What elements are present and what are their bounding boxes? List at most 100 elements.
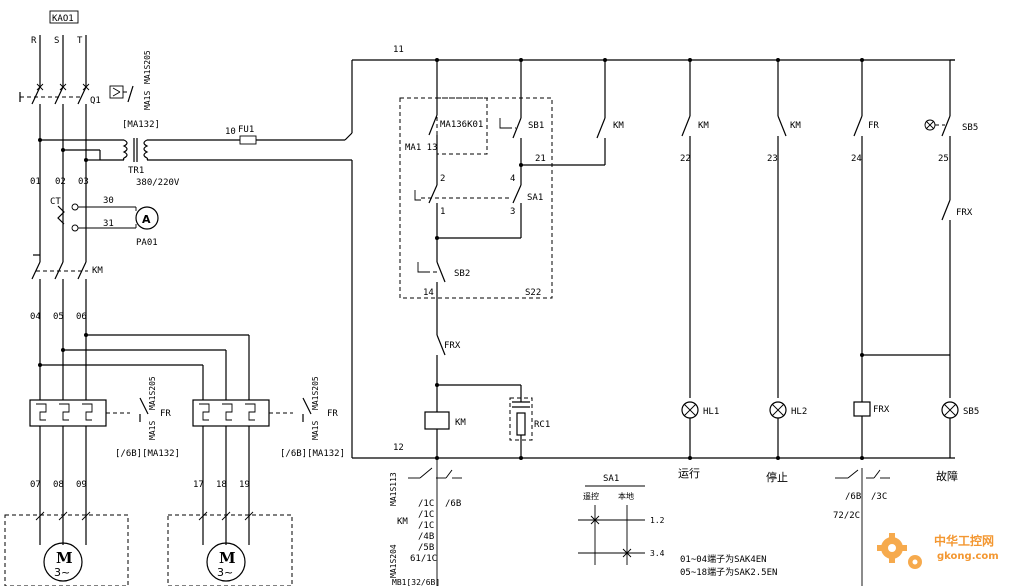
label-ma1s-b: MA1S	[148, 421, 157, 440]
label-phase-t: T	[77, 36, 83, 46]
label-run: 运行	[678, 467, 700, 480]
label-n10: 10	[225, 127, 236, 137]
label-ref-ma1s204: MA1S204	[389, 544, 398, 578]
label-n06: 06	[76, 312, 87, 322]
label-tr1: TR1	[128, 166, 144, 176]
label-ma1s-c: MA1S	[311, 421, 320, 440]
label-kao1: KAO1	[52, 14, 74, 24]
label-fr-1: FR	[160, 409, 171, 419]
motor-icon-1	[43, 542, 83, 582]
label-frx-1: FRX	[444, 341, 461, 351]
label-ref-61-1c: 61/1C	[410, 554, 437, 564]
label-ref-ma1s113: MA1S113	[389, 472, 398, 506]
label-note-1: 01~04端子为SAK4EN	[680, 553, 767, 565]
label-fu1: FU1	[238, 125, 254, 135]
label-n31: 31	[103, 219, 114, 229]
power-circuit: KAO1 R S T Q1 MA1S205 MA1S [MA132]	[4, 10, 353, 586]
cross-reference: MA1S113 KM MA1S204 /1C /6B /1C /1C /4B /…	[389, 458, 890, 586]
label-stop: 停止	[766, 470, 788, 484]
label-km-coil: KM	[455, 418, 466, 428]
label-n21: 21	[535, 154, 546, 164]
label-motor-1-phase: 3~	[54, 566, 70, 579]
label-motor-2: M	[219, 549, 236, 567]
label-n07: 07	[30, 480, 41, 490]
label-rc1: RC1	[534, 420, 550, 430]
label-sb1: SB1	[528, 121, 544, 131]
label-n17: 17	[193, 480, 204, 490]
label-ma1s-a: MA1S	[143, 91, 152, 110]
label-ma-13: MA1 13	[405, 143, 438, 153]
label-ct: CT	[50, 197, 61, 207]
label-n19: 19	[239, 480, 250, 490]
label-km-stop: KM	[790, 121, 801, 131]
label-frx-2: FRX	[956, 208, 973, 218]
label-note-2: 05~18端子为SAK2.5EN	[680, 566, 777, 578]
label-phase-r: R	[31, 36, 37, 46]
label-fr-ref-a: [/6B][MA132]	[115, 449, 180, 459]
control-circuit: 11 12 S22 MA136K01 MA1 13 2 1 SB2 14	[351, 45, 979, 484]
motor-icon-2	[206, 542, 246, 582]
label-pos-34: 3.4	[650, 549, 665, 558]
label-n09: 09	[76, 480, 87, 490]
label-n01: 01	[30, 177, 41, 187]
label-km-run: KM	[698, 121, 709, 131]
label-n05: 05	[53, 312, 64, 322]
label-ref-1c-a: /1C	[418, 499, 434, 509]
label-ma136k01: MA136K01	[440, 120, 483, 130]
label-sb5-button: SB5	[962, 123, 978, 133]
label-n2: 2	[440, 174, 445, 184]
label-n12: 12	[393, 443, 404, 453]
label-fr-72-2c: 72/2C	[833, 511, 860, 521]
label-n02: 02	[55, 177, 66, 187]
label-tr1-voltage: 380/220V	[136, 178, 180, 188]
label-phase-s: S	[54, 36, 59, 46]
label-fr-ctrl: FR	[868, 121, 879, 131]
label-n18: 18	[216, 480, 227, 490]
label-ma1s205-c: MA1S205	[311, 376, 320, 410]
label-ref-5b: /5B	[418, 543, 434, 553]
label-n04: 04	[30, 312, 41, 322]
label-n4: 4	[510, 174, 515, 184]
label-pos-12: 1.2	[650, 516, 665, 525]
logo-text-url: gkong.com	[937, 551, 999, 562]
label-ref-4b: /4B	[418, 532, 434, 542]
label-n3: 3	[510, 207, 515, 217]
label-n30: 30	[103, 196, 114, 206]
label-n03: 03	[78, 177, 89, 187]
label-n11: 11	[393, 45, 404, 55]
label-q1: Q1	[90, 96, 101, 106]
label-n25: 25	[938, 154, 949, 164]
ammeter-symbol: A	[142, 213, 151, 226]
label-n08: 08	[53, 480, 64, 490]
label-fr-ref-b: [/6B][MA132]	[280, 449, 345, 459]
label-fr-2: FR	[327, 409, 338, 419]
label-ref-1c-c: /1C	[418, 521, 434, 531]
label-fr-3c: /3C	[871, 492, 887, 502]
label-km-hold: KM	[613, 121, 624, 131]
label-ma1s205-b: MA1S205	[148, 376, 157, 410]
label-n1: 1	[440, 207, 445, 217]
label-ref-1c-b: /1C	[418, 510, 434, 520]
label-ma1s205-a: MA1S205	[143, 50, 152, 84]
label-motor-1: M	[56, 549, 73, 567]
ammeter-icon	[135, 206, 159, 230]
label-n23: 23	[767, 154, 778, 164]
label-km-main: KM	[92, 266, 103, 276]
label-ref-6b: /6B	[445, 499, 461, 509]
label-sa1-table: SA1	[603, 474, 619, 484]
label-n24: 24	[851, 154, 862, 164]
logo-text-cn: 中华工控网	[934, 533, 994, 548]
label-sb2: SB2	[454, 269, 470, 279]
label-fault: 故障	[936, 469, 958, 483]
label-sa1: SA1	[527, 193, 543, 203]
label-hl2: HL2	[791, 407, 807, 417]
label-fr-6b: /6B	[845, 492, 861, 502]
gkong-logo: 中华工控网 gkong.com	[877, 533, 999, 569]
label-pa01: PA01	[136, 238, 158, 248]
label-frx-coil: FRX	[873, 405, 890, 415]
label-sb5-lamp: SB5	[963, 407, 979, 417]
label-n14: 14	[423, 288, 434, 298]
label-motor-2-phase: 3~	[217, 566, 233, 579]
label-s22: S22	[525, 288, 541, 298]
label-hl1: HL1	[703, 407, 719, 417]
